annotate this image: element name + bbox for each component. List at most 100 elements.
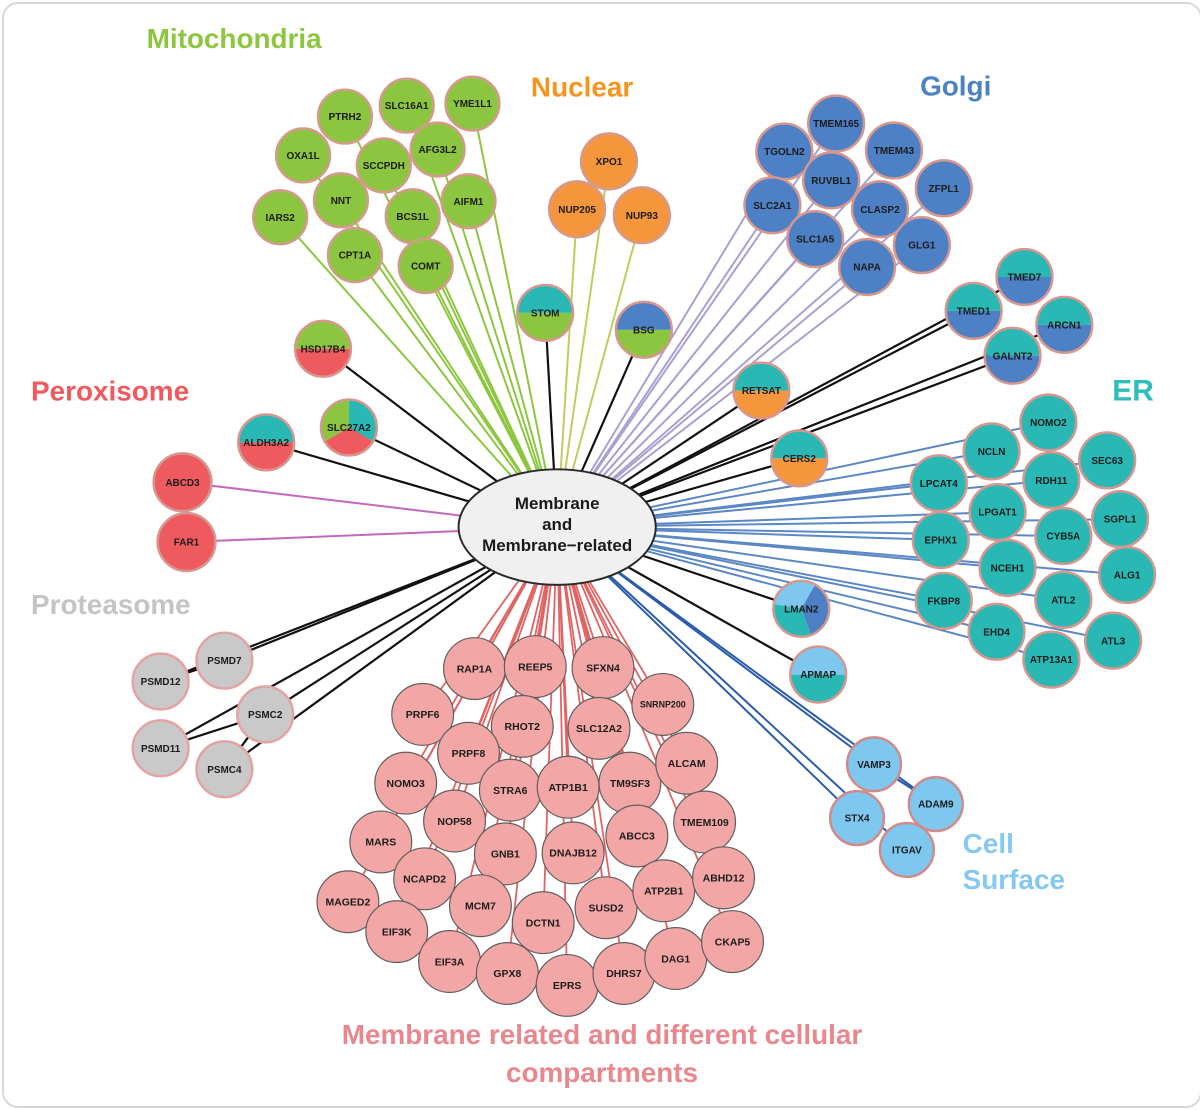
node-susd2[interactable]: SUSD2: [574, 876, 638, 940]
node-sfxn4[interactable]: SFXN4: [571, 636, 635, 700]
node-atl3[interactable]: ATL3: [1084, 611, 1143, 670]
node-nomo3[interactable]: NOMO3: [374, 751, 438, 815]
node-adam9[interactable]: ADAM9: [907, 775, 964, 833]
node-far1[interactable]: FAR1: [156, 511, 217, 573]
node-dnajb12[interactable]: DNAJB12: [541, 821, 605, 885]
node-eif3a[interactable]: EIF3A: [418, 930, 482, 994]
node-oxa1l[interactable]: OXA1L: [274, 127, 332, 184]
node-ephx1[interactable]: EPHX1: [911, 510, 970, 570]
node-gpx8[interactable]: GPX8: [475, 941, 539, 1005]
node-atp13a1[interactable]: ATP13A1: [1022, 630, 1081, 689]
node-abhd12[interactable]: ABHD12: [692, 846, 756, 910]
node-zfpl1[interactable]: ZFPL1: [914, 159, 973, 218]
node-tmed1[interactable]: TMED1: [944, 281, 1003, 341]
node-nop58[interactable]: NOP58: [423, 789, 487, 853]
node-slc1a5[interactable]: SLC1A5: [786, 210, 845, 269]
node-atp1b1[interactable]: ATP1B1: [536, 755, 600, 819]
node-alcam[interactable]: ALCAM: [655, 731, 719, 795]
node-tmed7[interactable]: TMED7: [995, 247, 1054, 307]
node-psmc2[interactable]: PSMC2: [236, 685, 295, 744]
node-aldh3a2[interactable]: ALDH3A2: [237, 413, 296, 472]
node-slc12a2[interactable]: SLC12A2: [567, 696, 631, 760]
node-cpt1a[interactable]: CPT1A: [326, 226, 384, 284]
node-psmd7[interactable]: PSMD7: [195, 631, 254, 690]
node-eprs[interactable]: EPRS: [535, 953, 599, 1017]
node-nnt[interactable]: NNT: [312, 172, 370, 229]
node-reep5[interactable]: REEP5: [503, 635, 567, 699]
node-xpo1[interactable]: XPO1: [579, 132, 639, 191]
node-hsd17b4[interactable]: HSD17B4: [293, 319, 353, 378]
node-vamp3[interactable]: VAMP3: [845, 736, 903, 793]
node-ruvbl1[interactable]: RUVBL1: [802, 151, 861, 210]
node-cers2[interactable]: CERS2: [770, 429, 829, 488]
node-ncln[interactable]: NCLN: [962, 422, 1021, 481]
node-circle: [1034, 570, 1093, 629]
node-prpf8[interactable]: PRPF8: [436, 721, 500, 785]
node-yme1l1[interactable]: YME1L1: [444, 75, 501, 132]
node-tgoln2[interactable]: TGOLN2: [755, 122, 814, 181]
node-apmap[interactable]: APMAP: [789, 645, 848, 704]
node-rdh11[interactable]: RDH11: [1022, 451, 1081, 510]
node-arcn1[interactable]: ARCN1: [1035, 295, 1094, 354]
node-mars[interactable]: MARS: [349, 810, 413, 874]
node-ehd4[interactable]: EHD4: [967, 602, 1026, 661]
node-lman2[interactable]: LMAN2: [772, 579, 831, 638]
node-retsat[interactable]: RETSAT: [732, 361, 791, 420]
node-atp2b1[interactable]: ATP2B1: [632, 859, 696, 923]
node-slc2a1[interactable]: SLC2A1: [743, 176, 802, 235]
node-prpf6[interactable]: PRPF6: [391, 682, 455, 746]
node-napa[interactable]: NAPA: [837, 237, 897, 297]
node-lpcat4[interactable]: LPCAT4: [909, 454, 968, 513]
node-tmem43[interactable]: TMEM43: [864, 121, 924, 180]
node-slc16a1[interactable]: SLC16A1: [378, 77, 435, 134]
node-comt[interactable]: COMT: [397, 237, 454, 295]
node-stx4[interactable]: STX4: [828, 789, 886, 847]
node-slc27a2[interactable]: SLC27A2: [319, 398, 379, 457]
node-tmem109[interactable]: TMEM109: [673, 790, 737, 854]
node-ncapd2[interactable]: NCAPD2: [393, 847, 457, 911]
node-abcd3[interactable]: ABCD3: [152, 452, 213, 513]
node-dctn1[interactable]: DCTN1: [511, 891, 575, 955]
node-ckap5[interactable]: CKAP5: [701, 910, 765, 974]
node-sec63[interactable]: SEC63: [1078, 431, 1137, 490]
node-clasp2[interactable]: CLASP2: [850, 180, 910, 239]
node-galnt2[interactable]: GALNT2: [983, 326, 1042, 385]
node-tm9sf3[interactable]: TM9SF3: [598, 751, 662, 815]
node-dag1[interactable]: DAG1: [644, 927, 708, 991]
node-nup93[interactable]: NUP93: [612, 186, 671, 245]
node-rap1a[interactable]: RAP1A: [442, 637, 506, 701]
center-node[interactable]: [457, 468, 657, 586]
node-stra6[interactable]: STRA6: [478, 758, 542, 822]
node-sccpdh[interactable]: SCCPDH: [355, 137, 412, 194]
node-nceh1[interactable]: NCEH1: [978, 538, 1037, 598]
node-sgpl1[interactable]: SGPL1: [1090, 489, 1150, 549]
node-glg1[interactable]: GLG1: [892, 215, 951, 275]
node-snrnp200[interactable]: SNRNP200: [631, 672, 695, 736]
node-atl2[interactable]: ATL2: [1034, 570, 1093, 629]
node-afg3l2[interactable]: AFG3L2: [409, 121, 466, 178]
node-bcs1l[interactable]: BCS1L: [384, 188, 441, 245]
node-bsg[interactable]: BSG: [614, 300, 673, 359]
node-psmd11[interactable]: PSMD11: [131, 719, 190, 778]
node-psmd12[interactable]: PSMD12: [131, 652, 190, 711]
node-nup205[interactable]: NUP205: [547, 180, 607, 239]
node-alg1[interactable]: ALG1: [1097, 545, 1157, 605]
node-nomo2[interactable]: NOMO2: [1019, 393, 1078, 452]
node-ptrh2[interactable]: PTRH2: [316, 88, 374, 145]
node-mcm7[interactable]: MCM7: [448, 874, 512, 938]
node-tmem165[interactable]: TMEM165: [807, 94, 866, 153]
node-cyb5a[interactable]: CYB5A: [1034, 506, 1093, 566]
node-rhot2[interactable]: RHOT2: [490, 694, 554, 758]
node-aifm1[interactable]: AIFM1: [440, 173, 497, 230]
node-iars2[interactable]: IARS2: [252, 189, 309, 246]
node-maged2[interactable]: MAGED2: [316, 870, 380, 934]
node-abcc3[interactable]: ABCC3: [605, 804, 669, 868]
node-fkbp8[interactable]: FKBP8: [914, 571, 973, 630]
node-eif3k[interactable]: EIF3K: [365, 900, 429, 964]
node-lpgat1[interactable]: LPGAT1: [968, 483, 1027, 542]
node-segment: [238, 414, 295, 443]
node-stom[interactable]: STOM: [516, 283, 575, 343]
node-gnb1[interactable]: GNB1: [473, 822, 537, 886]
node-psmc4[interactable]: PSMC4: [195, 740, 254, 799]
node-itgav[interactable]: ITGAV: [878, 821, 936, 879]
